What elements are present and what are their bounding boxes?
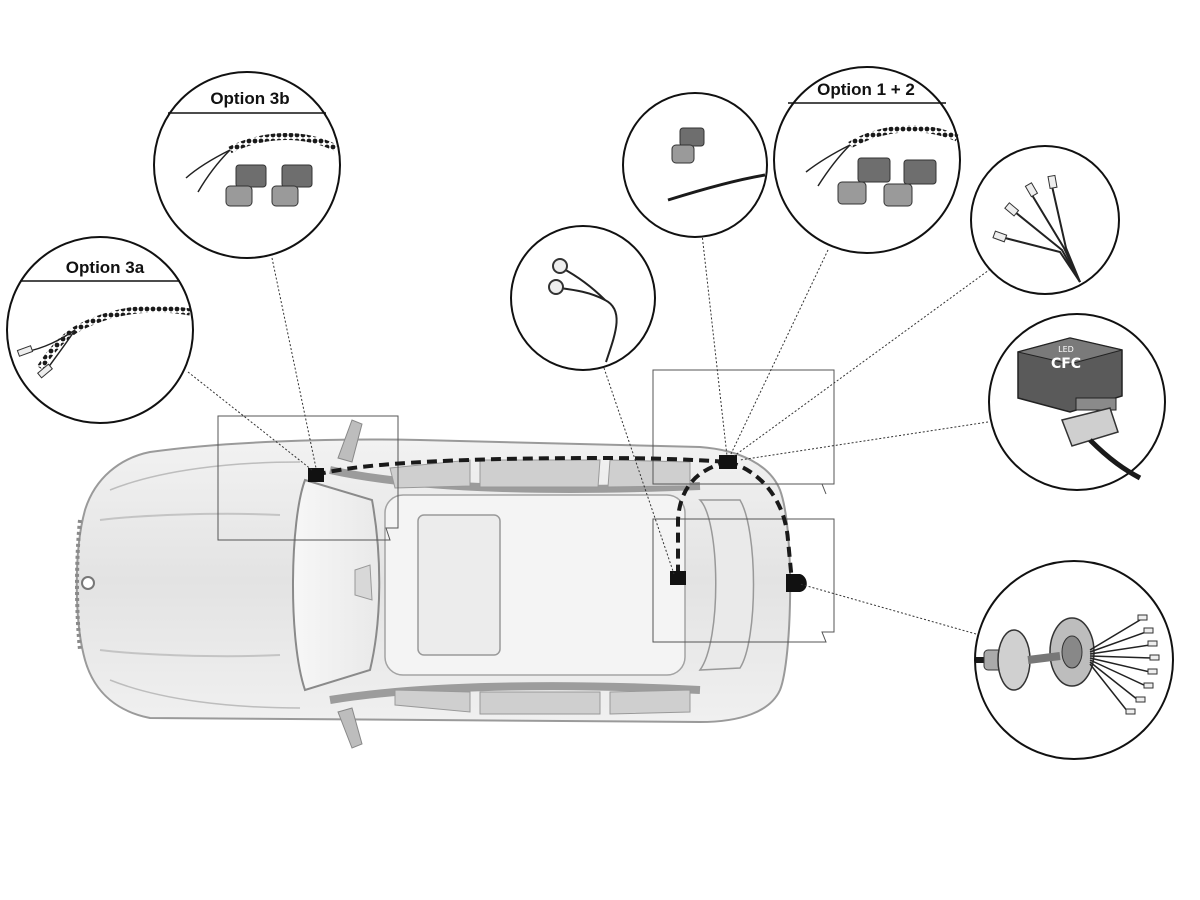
mirror-bottom <box>337 707 363 749</box>
callout-option-3a: Option 3a <box>6 236 194 424</box>
windshield <box>292 478 381 692</box>
option-3b-label: Option 3b <box>210 89 289 108</box>
socket-mount <box>786 574 807 592</box>
wiring-harness <box>308 455 807 592</box>
box-rear-lower <box>652 518 835 643</box>
callout-spade-wires <box>970 145 1120 295</box>
box-front <box>217 415 399 541</box>
plug-connectors-3b <box>225 164 313 207</box>
socket-wires <box>1089 619 1153 713</box>
sunroof <box>417 514 501 656</box>
connection-point-rear <box>719 455 737 469</box>
car-top-view <box>75 419 792 749</box>
callout-option-3b: Option 3b <box>153 71 341 259</box>
module-plug <box>1060 407 1119 447</box>
callout-option-1-2: Option 1 + 2 <box>773 66 961 254</box>
callout-towbar-socket <box>974 560 1174 760</box>
module-brand-text: CFC <box>1051 356 1081 372</box>
box-rear-upper <box>652 369 835 495</box>
option-3a-label: Option 3a <box>66 258 145 277</box>
socket-flange-left <box>997 629 1031 691</box>
module-brand-sub: LED <box>1058 345 1074 354</box>
highlight-boxes <box>217 369 835 643</box>
callout-ring-terminals <box>510 225 656 371</box>
mirror-top <box>337 419 363 463</box>
harness-rear <box>727 460 794 583</box>
connection-point-ground <box>670 571 686 585</box>
callout-connector-cable <box>622 92 768 238</box>
callout-control-module: CFC LED <box>988 313 1166 491</box>
harness-branch <box>676 460 729 578</box>
plug-connectors-1-2 <box>837 157 937 207</box>
emblem <box>81 576 95 590</box>
leader-lines <box>187 233 1001 635</box>
option-1-2-label: Option 1 + 2 <box>817 80 915 99</box>
harness-main <box>315 455 729 477</box>
connection-point-front <box>308 468 324 482</box>
rear-window <box>698 499 755 671</box>
